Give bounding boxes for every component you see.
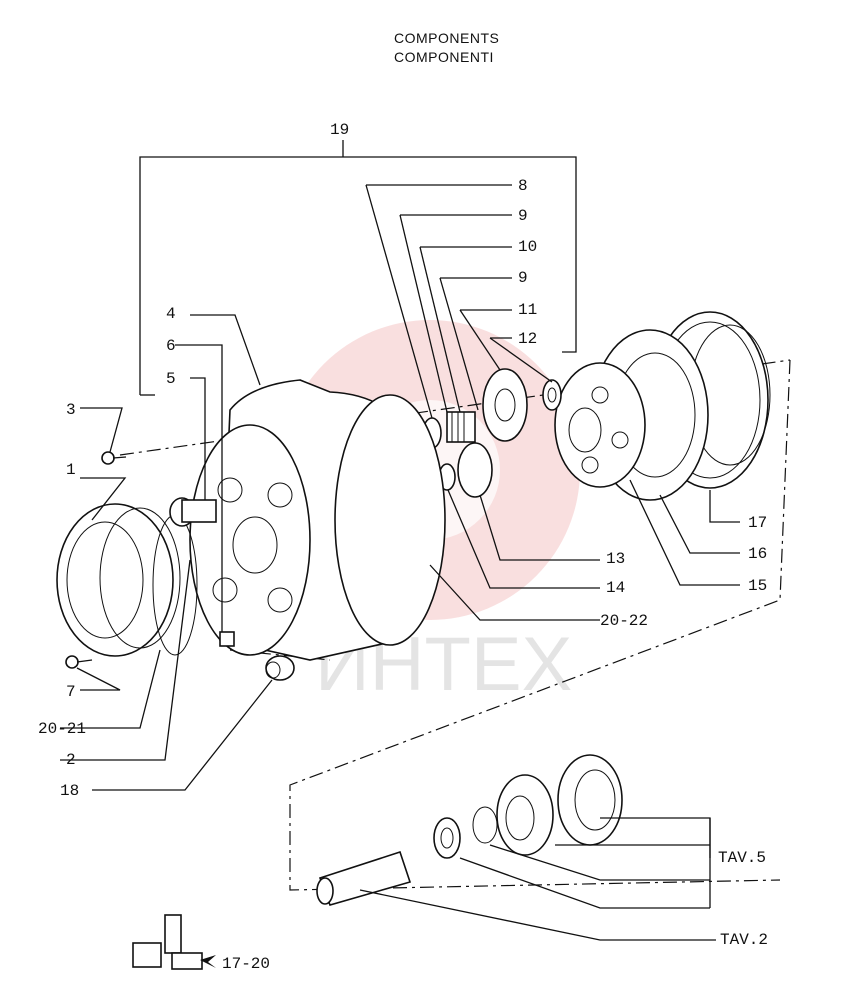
- label-6: 6: [166, 337, 176, 355]
- part-9-10-bearing: [446, 411, 476, 443]
- label-3: 3: [66, 401, 76, 419]
- label-5: 5: [166, 370, 176, 388]
- tav5-washer: [433, 817, 461, 859]
- part-1-cover: [56, 503, 181, 657]
- label-17-20: 17-20: [222, 955, 270, 973]
- label-10: 10: [518, 238, 537, 256]
- label-19: 19: [330, 121, 349, 139]
- label-13: 13: [606, 550, 625, 568]
- label-11: 11: [518, 301, 537, 319]
- label-14: 14: [606, 579, 625, 597]
- kit-icon: [132, 914, 216, 970]
- label-9a: 9: [518, 207, 528, 225]
- label-2: 2: [66, 751, 76, 769]
- part-12-washer: [542, 379, 562, 411]
- part-3-bolt: [101, 451, 127, 465]
- page-subtitle: COMPONENTI: [394, 49, 494, 65]
- part-7-bolt: [65, 655, 93, 669]
- label-20-22: 20-22: [600, 612, 648, 630]
- tav5-ring-nut: [496, 774, 554, 856]
- label-17: 17: [748, 514, 767, 532]
- label-8: 8: [518, 177, 528, 195]
- label-12: 12: [518, 330, 537, 348]
- label-1: 1: [66, 461, 76, 479]
- label-9b: 9: [518, 269, 528, 287]
- part-5-bushing: [169, 497, 217, 527]
- label-tav5: TAV.5: [718, 849, 766, 867]
- bracket-19: [139, 156, 577, 395]
- label-18: 18: [60, 782, 79, 800]
- part-13-sun-gear: [457, 442, 493, 498]
- part-4-housing: [189, 379, 446, 661]
- tav5-circlip: [472, 806, 498, 844]
- label-4: 4: [166, 305, 176, 323]
- label-20-21: 20-21: [38, 720, 86, 738]
- part-6-nut: [219, 631, 235, 647]
- label-7: 7: [66, 683, 76, 701]
- part-18-plug: [265, 655, 295, 681]
- part-15-carrier: [554, 362, 646, 488]
- tav2-shaft: [316, 850, 412, 906]
- label-tav2: TAV.2: [720, 931, 768, 949]
- label-15: 15: [748, 577, 767, 595]
- label-16: 16: [748, 545, 767, 563]
- part-11-planet-gear: [482, 368, 528, 442]
- page-title: COMPONENTS: [394, 30, 500, 46]
- tav5-bearing: [557, 754, 623, 846]
